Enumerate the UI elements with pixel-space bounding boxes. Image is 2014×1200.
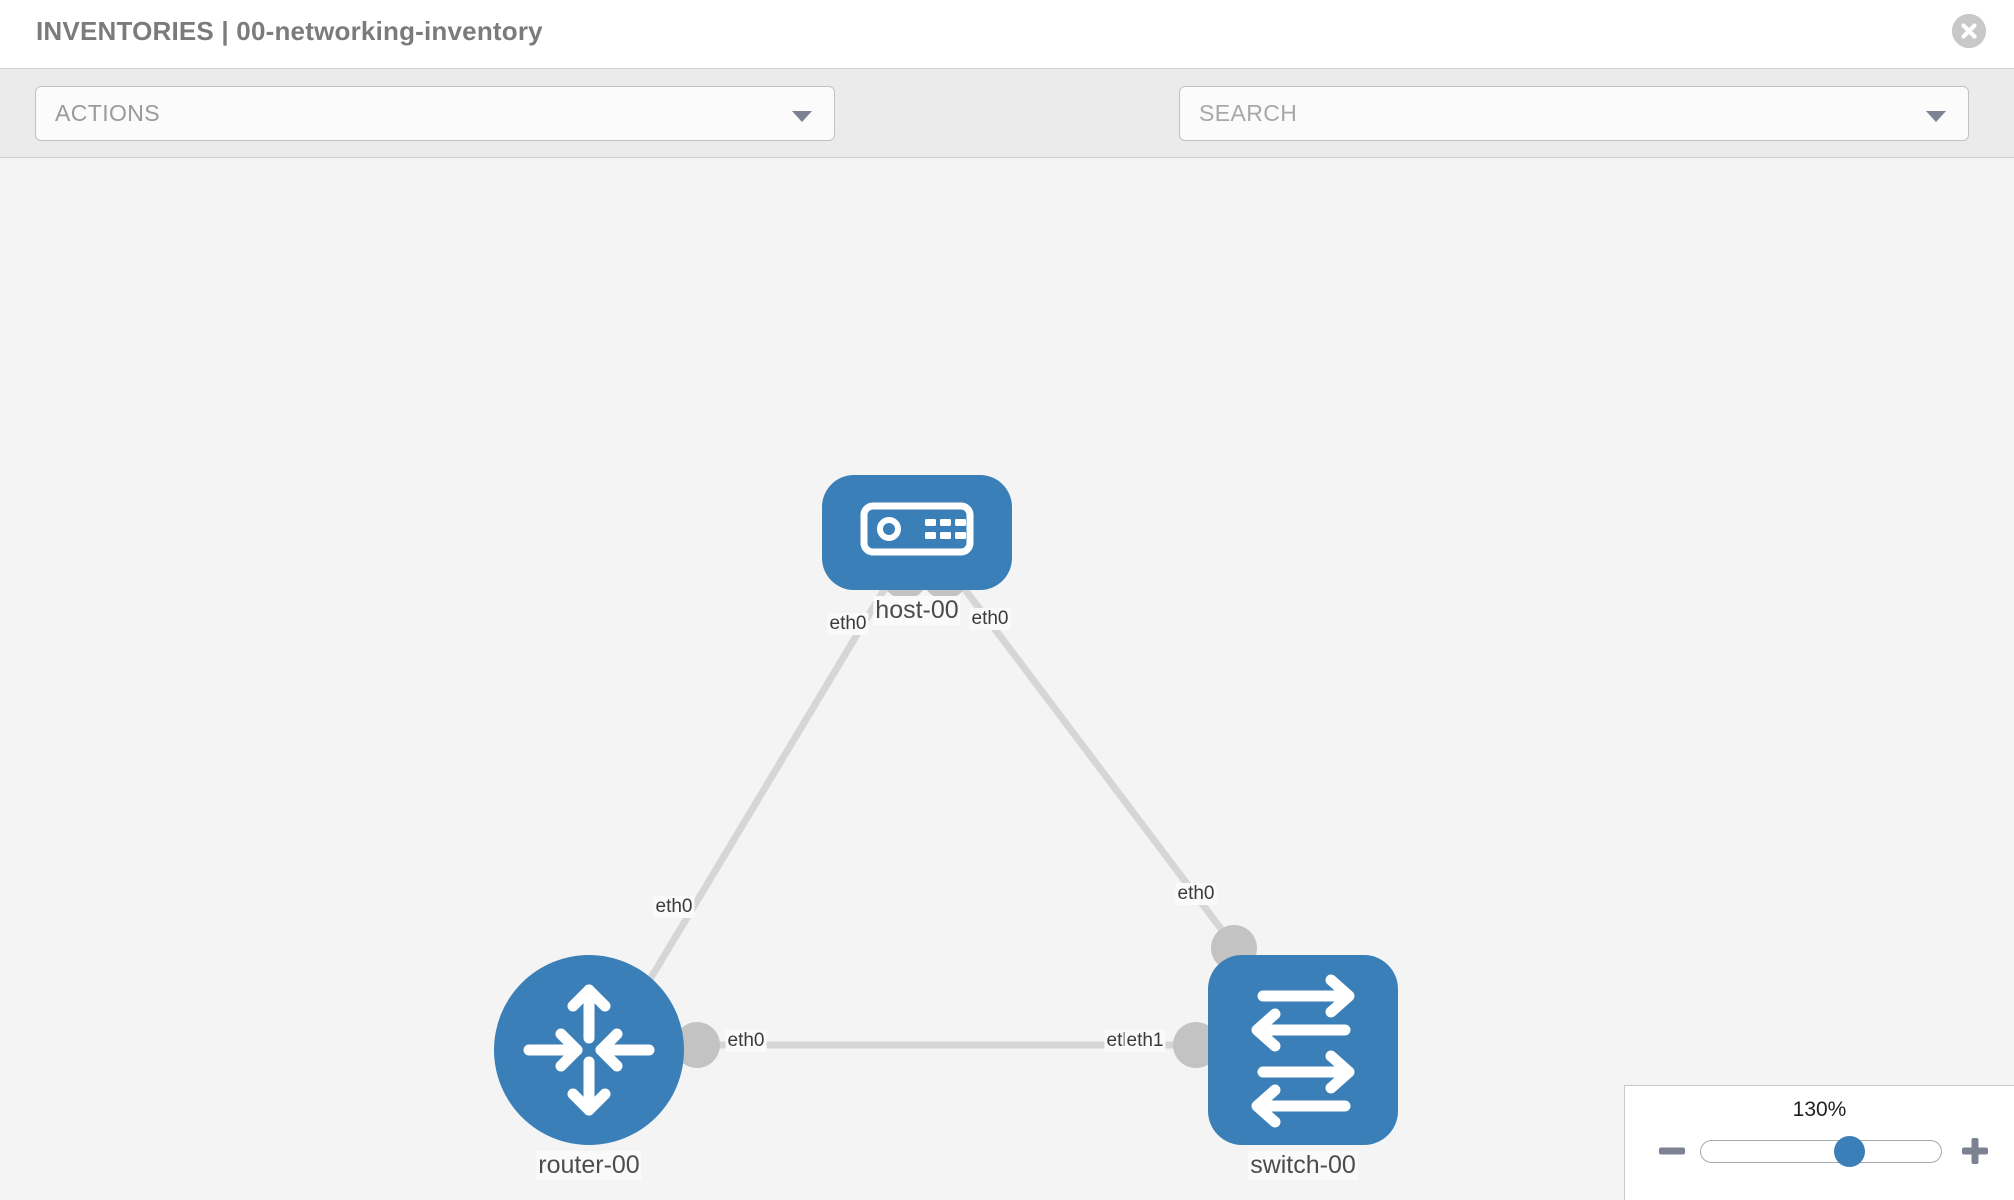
link-host00-router00	[636, 561, 904, 998]
zoom-slider-thumb[interactable]	[1833, 1136, 1865, 1167]
server-icon	[860, 502, 974, 556]
topology-canvas[interactable]: eth0 eth0 eth0 eth0 eth0 eth0 eth1 host-…	[0, 158, 2014, 1200]
connector-switch00-left	[1173, 1022, 1219, 1068]
actions-dropdown-label: ACTIONS	[55, 100, 161, 126]
iface-label: eth0	[969, 608, 1011, 630]
iface-label: eth0	[1175, 883, 1217, 905]
search-placeholder: SEARCH	[1199, 100, 1298, 126]
iface-label: eth0	[827, 613, 869, 635]
iface-label: eth0	[653, 896, 695, 918]
node-label-host-00: host-00	[873, 596, 961, 625]
search-input[interactable]: SEARCH	[1179, 86, 1969, 141]
chevron-down-icon	[792, 111, 812, 122]
node-label-router-00: router-00	[536, 1151, 642, 1180]
page-title: INVENTORIES | 00-networking-inventory	[36, 16, 543, 46]
node-switch-00	[1208, 955, 1398, 1145]
router-arrows-icon	[523, 984, 655, 1116]
plus-icon[interactable]	[1958, 1134, 1992, 1168]
zoom-slider-track[interactable]	[1700, 1136, 1942, 1167]
iface-label: eth1	[1124, 1030, 1166, 1052]
toolbar: ACTIONS SEARCH	[0, 68, 2014, 198]
zoom-percent-label: 130%	[1792, 1098, 1847, 1121]
topology-connectors	[674, 553, 1257, 1068]
minus-icon[interactable]	[1655, 1134, 1689, 1168]
node-label-switch-00: switch-00	[1248, 1151, 1358, 1180]
topology-links	[636, 560, 1246, 1049]
close-icon[interactable]	[1952, 14, 1986, 48]
zoom-control-panel: 130%	[1624, 1085, 2014, 1200]
node-host-00	[822, 475, 1012, 590]
switch-arrows-icon	[1251, 974, 1355, 1128]
zoom-slider-row	[1625, 1134, 2014, 1174]
chevron-down-icon[interactable]	[1926, 111, 1946, 122]
node-router-00	[494, 955, 684, 1145]
iface-label: eth0	[725, 1030, 767, 1052]
topology-graph	[494, 475, 1398, 1145]
connector-router00-right	[674, 1022, 720, 1068]
actions-dropdown[interactable]: ACTIONS	[35, 86, 835, 141]
app-header: INVENTORIES | 00-networking-inventory	[0, 0, 2014, 68]
